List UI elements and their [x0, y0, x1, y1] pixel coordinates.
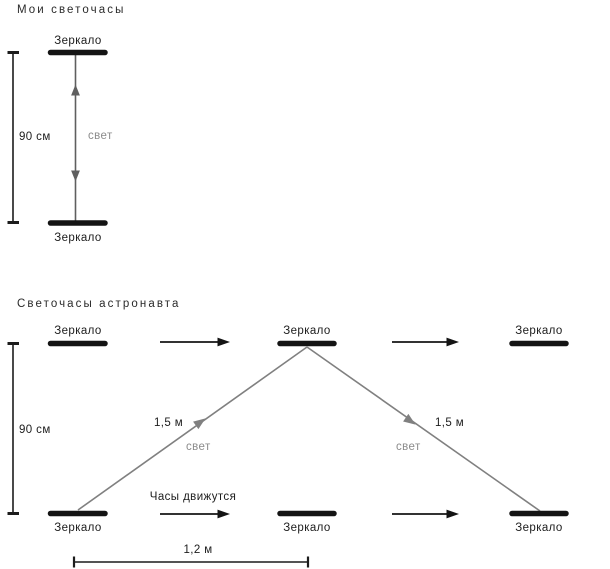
- d2-light-ray-up-line: [77, 346, 308, 511]
- d2-top-mirror-2-label: Зеркало: [283, 325, 331, 337]
- diagram2-title: Светочасы астронавта: [17, 298, 181, 310]
- d1-bottom-mirror-label: Зеркало: [54, 232, 102, 244]
- d2-bottom-motion-arrow-1-head-icon: [217, 509, 230, 519]
- diagram1-title: Мои светочасы: [17, 4, 126, 16]
- d1-top-mirror-label: Зеркало: [54, 35, 102, 47]
- d2-top-motion-arrow-2-head-icon: [446, 337, 459, 347]
- d2-bottom-mirror-3-label: Зеркало: [515, 522, 563, 534]
- d1-down-arrowhead-icon: [71, 170, 80, 182]
- d2-right-path-label: 1,5 м: [435, 417, 465, 429]
- d2-top-mirror-3-label: Зеркало: [515, 325, 563, 337]
- d2-right-light-label: свет: [396, 441, 421, 453]
- d2-bottom-mirror-1-label: Зеркало: [54, 522, 102, 534]
- d2-left-light-label: свет: [186, 441, 211, 453]
- d2-base-label: 1,2 м: [183, 544, 213, 556]
- d1-light-label: свет: [88, 130, 113, 142]
- d2-top-motion-arrow-1-head-icon: [217, 337, 230, 347]
- d2-left-path-label: 1,5 м: [154, 417, 184, 429]
- d2-height-label: 90 см: [19, 424, 51, 436]
- d2-down-right-arrowhead-icon: [403, 413, 416, 425]
- d2-bottom-motion-arrow-2-head-icon: [446, 509, 459, 519]
- d2-top-mirror-1-label: Зеркало: [54, 325, 102, 337]
- d2-light-ray-down-line: [306, 346, 541, 512]
- d1-height-label: 90 см: [19, 131, 51, 143]
- d2-bottom-mirror-2-label: Зеркало: [283, 522, 331, 534]
- d2-up-right-arrowhead-icon: [193, 418, 206, 430]
- d1-up-arrowhead-icon: [71, 84, 80, 96]
- d2-clocks-moving-label: Часы движутся: [149, 491, 237, 503]
